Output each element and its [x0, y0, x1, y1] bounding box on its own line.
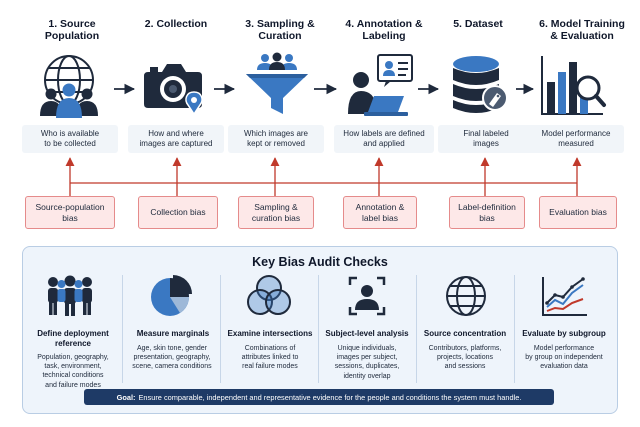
step-title-annotation-labeling: 4. Annotation & Labeling — [345, 18, 423, 42]
audit-divider — [220, 275, 221, 383]
bias-box-annotation-label: Annotation & label bias — [343, 196, 417, 229]
check-title-evaluate-subgroup: Evaluate by subgroup — [522, 329, 606, 338]
camera-location-icon — [144, 64, 203, 116]
audit-title: Key Bias Audit Checks — [252, 255, 388, 269]
step-description-dataset: Final labeled images — [438, 125, 534, 153]
goal-label: Goal: — [116, 392, 136, 402]
person-focus-icon — [348, 276, 386, 316]
step-title-collection: 2. Collection — [144, 18, 208, 30]
step-title-source-population: 1. Source Population — [44, 18, 100, 42]
bias-box-evaluation: Evaluation bias — [539, 196, 617, 229]
bar-chart-magnifier-icon — [541, 56, 606, 115]
funnel-people-icon — [246, 52, 308, 114]
bias-box-collection: Collection bias — [138, 196, 218, 229]
pipeline-connectors — [65, 83, 582, 196]
check-desc-examine-intersections: Combinations of attributes linked to rea… — [241, 345, 299, 371]
annotator-laptop-icon — [348, 54, 413, 116]
step-description-collection: How and where images are captured — [128, 125, 224, 153]
audit-panel: Key Bias Audit Checks — [22, 246, 618, 414]
check-title-define-deployment: Define deployment reference — [37, 329, 109, 348]
check-title-examine-intersections: Examine intersections — [227, 329, 313, 338]
check-title-source-concentration: Source concentration — [423, 329, 507, 338]
goal-text: Ensure comparable, independent and repre… — [138, 392, 522, 402]
venn-diagram-icon — [247, 275, 291, 315]
goal-banner: Goal: Ensure comparable, independent and… — [84, 389, 554, 405]
bias-box-source-population: Source-population bias — [25, 196, 115, 229]
pie-chart-icon — [151, 275, 192, 316]
bias-connectors — [65, 157, 582, 196]
line-chart-icon — [542, 277, 587, 316]
step-description-annotation-labeling: How labels are defined and applied — [334, 125, 434, 153]
check-desc-source-concentration: Contributors, platforms, projects, locat… — [428, 345, 502, 371]
step-description-model-training: Model performance measured — [528, 125, 624, 153]
step-title-model-training: 6. Model Training & Evaluation — [539, 18, 625, 42]
audit-divider — [514, 275, 515, 383]
audit-divider — [416, 275, 417, 383]
step-title-dataset: 5. Dataset — [453, 18, 503, 30]
check-title-measure-marginals: Measure marginals — [136, 329, 210, 338]
check-title-subject-level: Subject-level analysis — [325, 329, 409, 338]
globe-icon — [446, 276, 486, 316]
audit-divider — [122, 275, 123, 383]
bias-box-label-definition: Label-definition bias — [449, 196, 525, 229]
audit-divider — [318, 275, 319, 383]
check-desc-evaluate-subgroup: Model performance by group on independen… — [525, 345, 603, 371]
bias-box-sampling-curation: Sampling & curation bias — [238, 196, 314, 229]
step-title-sampling-curation: 3. Sampling & Curation — [245, 18, 315, 42]
check-desc-define-deployment: Population, geography, task, environment… — [37, 354, 109, 389]
step-description-sampling-curation: Which images are kept or removed — [228, 125, 324, 153]
check-desc-subject-level: Unique individuals, images per subject, … — [334, 345, 400, 380]
globe-people-icon — [40, 55, 98, 118]
people-group-icon — [48, 275, 92, 316]
check-desc-measure-marginals: Age, skin tone, gender presentation, geo… — [132, 345, 212, 371]
database-tag-icon — [453, 56, 508, 113]
step-description-source-population: Who is available to be collected — [22, 125, 118, 153]
